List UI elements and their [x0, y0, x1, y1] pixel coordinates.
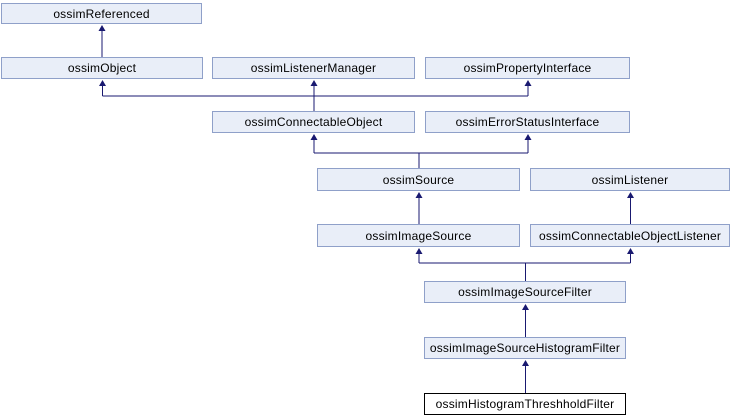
class-node-label: ossimImageSource: [365, 228, 472, 243]
class-node-ossimListener[interactable]: ossimListener: [530, 168, 730, 191]
class-node-label: ossimConnectableObject: [244, 115, 383, 129]
class-node-label: ossimListenerManager: [250, 61, 377, 75]
arrowhead-icon: [522, 360, 529, 366]
class-node-ossimHistogramThreshholdFilter: ossimHistogramThreshholdFilter: [424, 393, 626, 415]
class-node-ossimListenerManager[interactable]: ossimListenerManager: [212, 57, 415, 79]
class-node-ossimPropertyInterface[interactable]: ossimPropertyInterface: [425, 57, 630, 79]
arrowhead-icon: [524, 80, 532, 86]
arrowhead-icon: [627, 248, 634, 254]
class-node-label: ossimSource: [382, 172, 455, 187]
arrowhead-icon: [627, 192, 634, 198]
inheritance-edge-ossimConnectableObject: [99, 80, 532, 111]
inheritance-edge-ossimSource: [310, 134, 532, 168]
inheritance-edge-ossimImageSourceHistogramFilter: [522, 304, 529, 337]
arrowhead-icon: [98, 25, 106, 31]
inheritance-edge-ossimConnectableObjectListener: [627, 192, 634, 224]
class-node-label: ossimErrorStatusInterface: [455, 115, 600, 129]
class-node-ossimErrorStatusInterface[interactable]: ossimErrorStatusInterface: [425, 111, 630, 133]
class-node-ossimObject[interactable]: ossimObject: [1, 57, 203, 79]
inheritance-edge-ossimHistogramThreshholdFilter: [522, 360, 529, 393]
class-node-ossimImageSourceHistogramFilter[interactable]: ossimImageSourceHistogramFilter: [424, 337, 626, 359]
inheritance-edge-ossimObject: [98, 25, 106, 57]
class-node-ossimSource[interactable]: ossimSource: [317, 168, 520, 191]
arrowhead-icon: [415, 248, 423, 254]
class-node-label: ossimImageSourceHistogramFilter: [429, 341, 621, 355]
class-node-ossimConnectableObjectListener[interactable]: ossimConnectableObjectListener: [530, 224, 730, 247]
arrowhead-icon: [524, 134, 532, 140]
arrowhead-icon: [310, 134, 318, 140]
class-node-label: ossimListener: [591, 172, 669, 187]
class-node-label: ossimImageSourceFilter: [458, 285, 592, 299]
class-node-ossimConnectableObject[interactable]: ossimConnectableObject: [212, 111, 415, 133]
class-node-label: ossimConnectableObjectListener: [538, 228, 722, 243]
class-node-label: ossimObject: [67, 61, 137, 75]
arrowhead-icon: [415, 192, 423, 198]
class-node-ossimImageSource[interactable]: ossimImageSource: [317, 224, 520, 247]
arrowhead-icon: [310, 80, 318, 86]
class-node-ossimReferenced[interactable]: ossimReferenced: [1, 3, 202, 24]
arrowhead-icon: [99, 80, 106, 86]
inheritance-edge-ossimImageSource: [415, 192, 423, 224]
class-node-ossimImageSourceFilter[interactable]: ossimImageSourceFilter: [424, 281, 626, 303]
arrowhead-icon: [522, 304, 529, 310]
class-node-label: ossimHistogramThreshholdFilter: [435, 397, 615, 411]
class-node-label: ossimReferenced: [53, 6, 150, 21]
class-node-label: ossimPropertyInterface: [463, 61, 592, 75]
inheritance-edge-ossimImageSourceFilter: [415, 248, 634, 281]
